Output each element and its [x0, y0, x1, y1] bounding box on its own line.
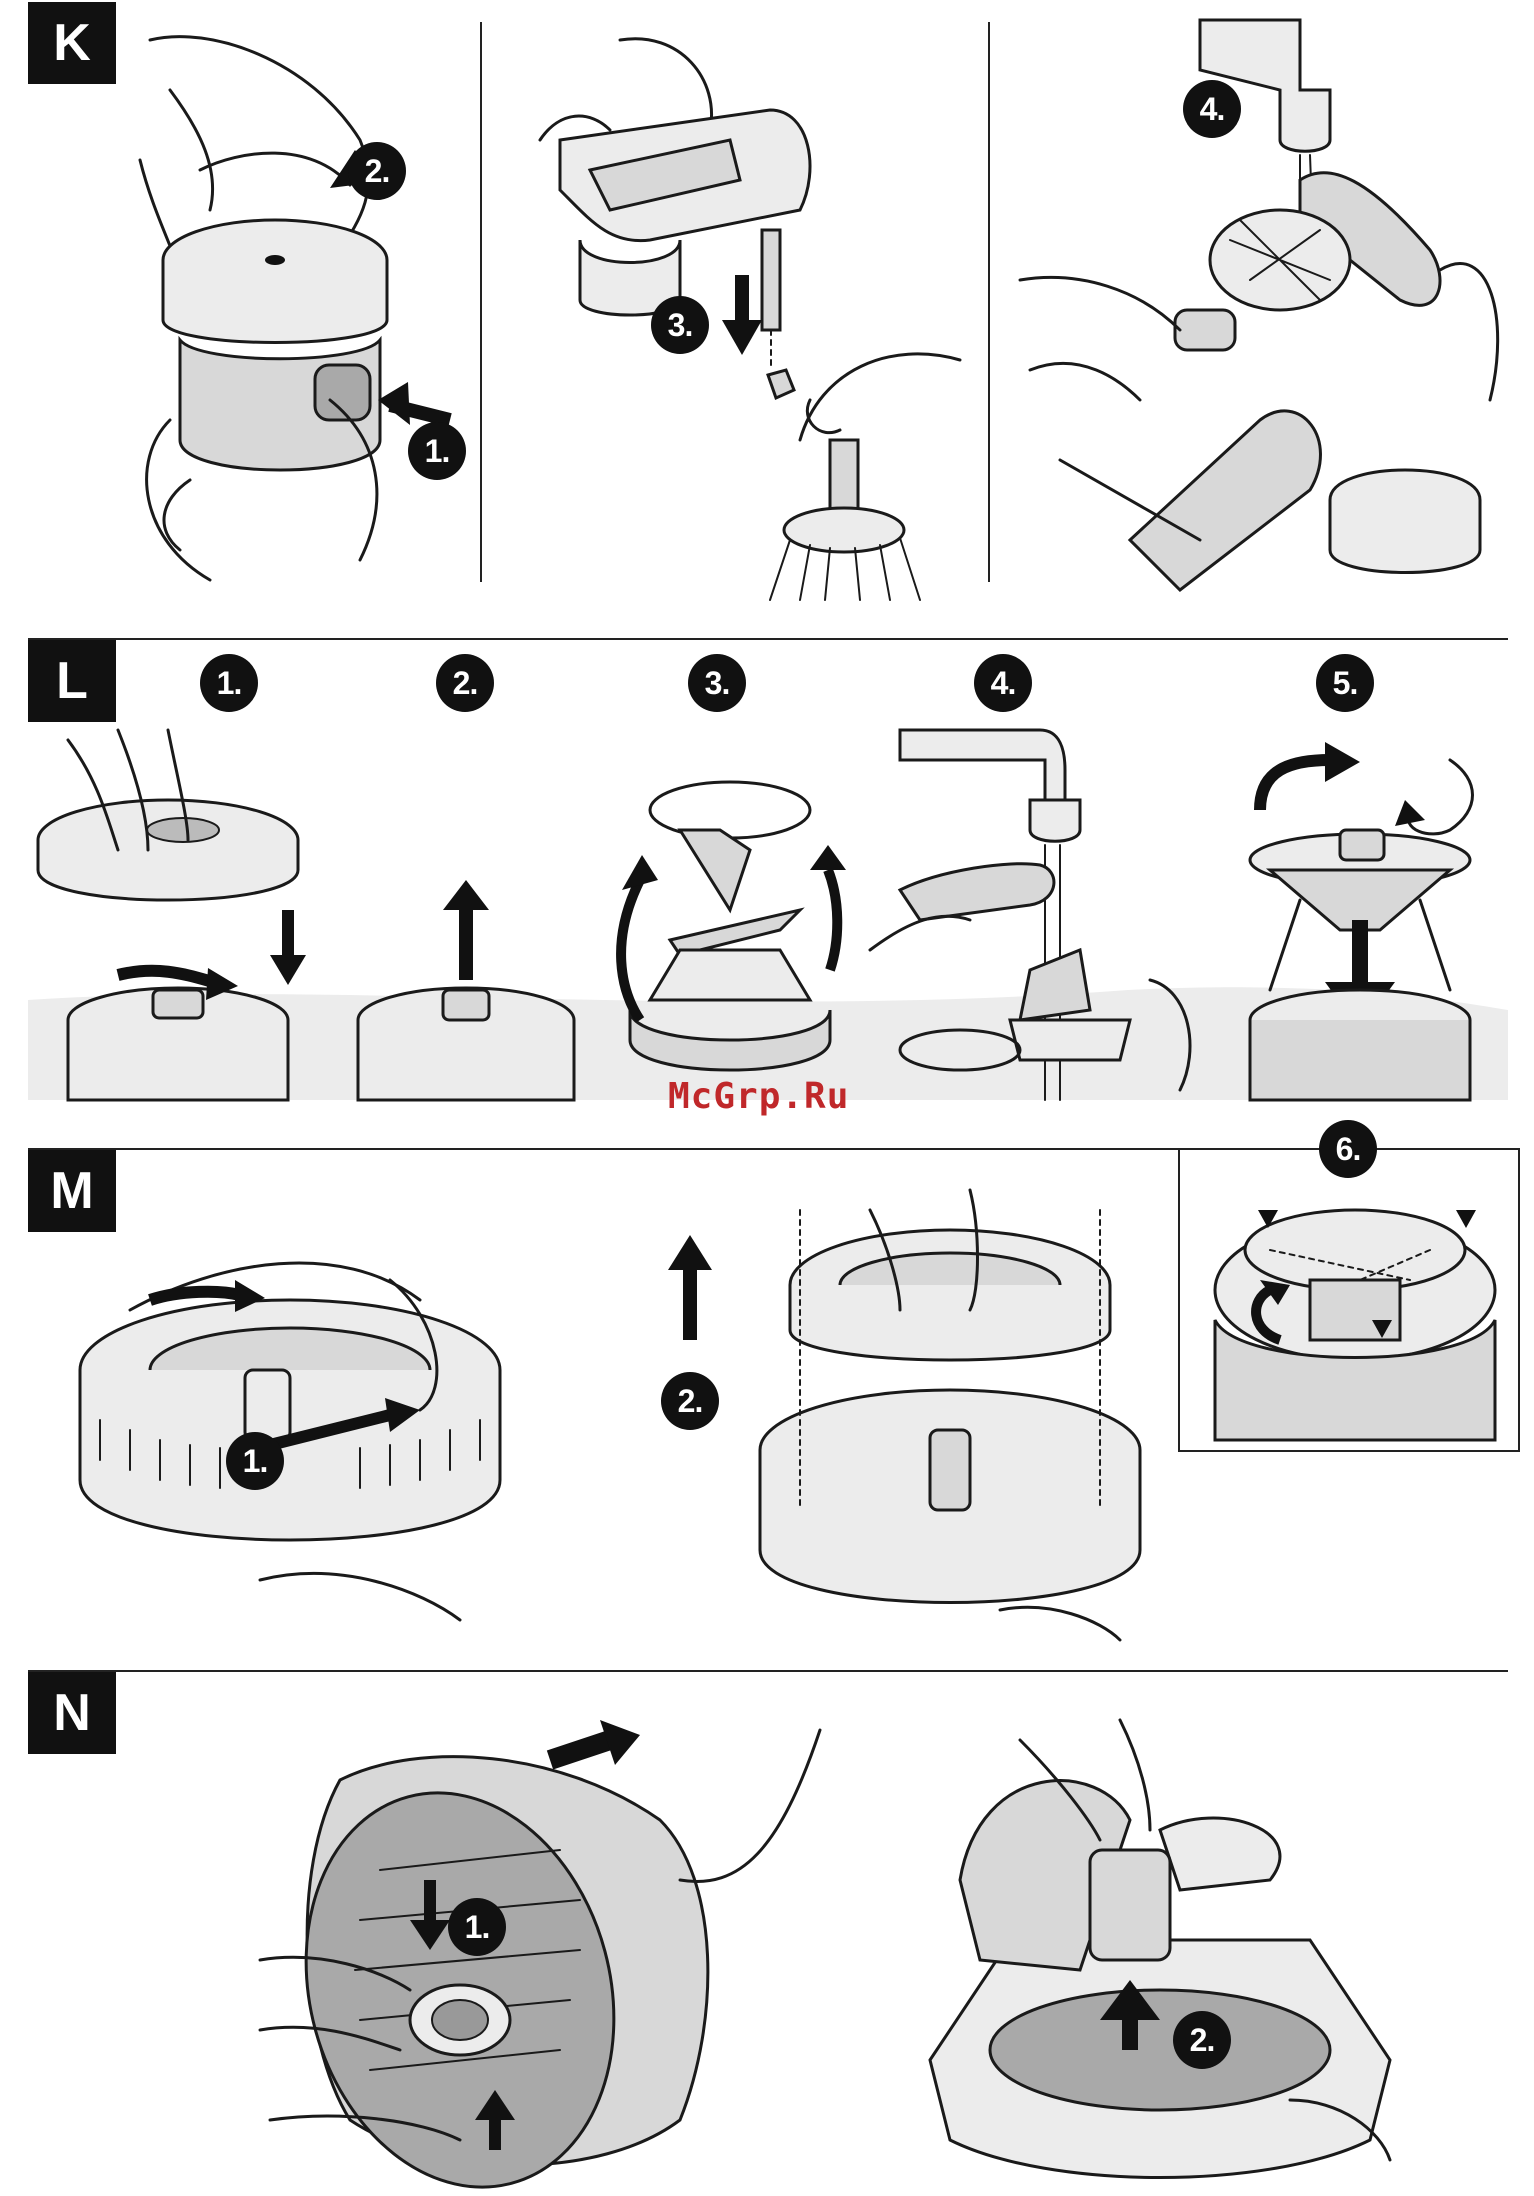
sieve-disc-icon — [760, 1230, 1140, 1603]
hand-icon — [800, 354, 960, 440]
l6-illustration — [1200, 1180, 1510, 1440]
divider-k-2 — [988, 22, 990, 582]
l-step-2: 2. — [436, 654, 494, 712]
arrow-icon — [270, 955, 306, 985]
bowl-icon — [358, 988, 574, 1100]
bowl-icon — [1250, 990, 1470, 1100]
divider-m-top — [28, 1148, 1178, 1150]
watermark: McGrp.Ru — [668, 1076, 849, 1117]
divider-l-top — [28, 638, 1508, 640]
l-step-1: 1. — [200, 654, 258, 712]
whisk-icon — [1175, 210, 1350, 350]
l-step-3: 3. — [688, 654, 746, 712]
section-label-l: L — [28, 640, 116, 722]
k-step-4: 4. — [1183, 80, 1241, 138]
l-step-5: 5. — [1316, 654, 1374, 712]
blade-icon — [630, 830, 830, 1070]
k2-illustration — [500, 20, 980, 600]
k-step-3: 3. — [651, 296, 709, 354]
arrow-icon — [810, 845, 846, 870]
arrow-icon — [1325, 742, 1360, 782]
m2-illustration — [650, 1190, 1170, 1650]
divider-n-top — [28, 1670, 1508, 1672]
n2-illustration — [920, 1720, 1400, 2190]
arrow-icon — [378, 382, 410, 425]
bowl-icon — [68, 988, 288, 1100]
brush-icon — [900, 864, 1054, 920]
divider-k-1 — [480, 22, 482, 582]
sieve-disc-icon — [80, 1300, 500, 1540]
l3-illustration — [600, 760, 840, 1100]
whisk-icon — [768, 370, 920, 600]
n-step-1: 1. — [448, 1898, 506, 1956]
k-step-2: 2. — [348, 142, 406, 200]
k-step-1: 1. — [408, 422, 466, 480]
l5-illustration — [1230, 720, 1510, 1100]
l1-illustration — [28, 720, 328, 1100]
arrow-icon — [443, 880, 489, 910]
arrow-icon — [1456, 1210, 1476, 1228]
sieve-disc-icon — [930, 1781, 1390, 2178]
k3-illustration — [1000, 20, 1520, 600]
l-step-6: 6. — [1319, 1120, 1377, 1178]
m1-illustration — [40, 1220, 570, 1640]
l2-illustration — [348, 880, 588, 1100]
l6-box-bottom — [1178, 1450, 1520, 1452]
n-step-2: 2. — [1173, 2011, 1231, 2069]
n1-illustration — [260, 1720, 860, 2190]
l4-illustration — [860, 720, 1200, 1100]
sieve-disc-icon — [263, 1757, 708, 2196]
section-label-n: N — [28, 1672, 116, 1754]
m-step-1: 1. — [226, 1432, 284, 1490]
blade-icon — [1010, 950, 1130, 1060]
l6-box-left — [1178, 1148, 1180, 1450]
arrow-icon — [1395, 800, 1425, 826]
k1-illustration — [60, 20, 480, 600]
l6-box-right — [1518, 1148, 1520, 1450]
arrow-icon — [668, 1235, 712, 1270]
arrow-icon — [722, 320, 762, 355]
l-step-4: 4. — [974, 654, 1032, 712]
arrow-icon — [622, 855, 658, 890]
m-step-2: 2. — [661, 1372, 719, 1430]
